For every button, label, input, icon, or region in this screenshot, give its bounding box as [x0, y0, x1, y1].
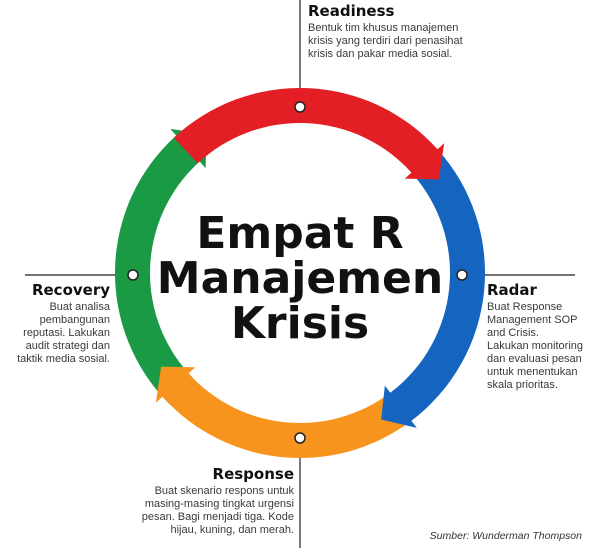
radar-marker: [456, 269, 468, 281]
radar-title: Radar: [487, 281, 537, 299]
source-credit: Sumber: Wunderman Thompson: [429, 530, 582, 542]
readiness-arrow-segment: [173, 88, 445, 180]
center-title-line3: Krisis: [230, 298, 370, 349]
recovery-title: Recovery: [31, 281, 110, 299]
center-title-line2: Manajemen: [156, 253, 444, 304]
radar-arrow-segment: [381, 149, 486, 428]
response-arrow-segment: [155, 366, 419, 459]
radar-description: Buat Response Management SOP and Crisis.…: [487, 301, 584, 391]
center-title-line1: Empat R: [196, 208, 404, 259]
response-description: Buat skenario respons untuk masing-masin…: [141, 485, 294, 536]
radar-block: Radar Buat Response Management SOP and C…: [487, 281, 583, 392]
readiness-marker: [294, 101, 306, 113]
response-title: Response: [212, 465, 294, 483]
recovery-block: Recovery Buat analisa pembangunan reputa…: [10, 281, 110, 366]
readiness-title: Readiness: [308, 2, 395, 20]
recovery-description: Buat analisa pembangunan reputasi. Lakuk…: [17, 301, 110, 365]
response-block: Response Buat skenario respons untuk mas…: [118, 465, 294, 537]
response-marker: [294, 432, 306, 444]
readiness-block: Readiness Bentuk tim khusus manajemen kr…: [308, 2, 483, 61]
recovery-arrow-segment: [115, 128, 207, 404]
recovery-marker: [127, 269, 139, 281]
readiness-description: Bentuk tim khusus manajemen krisis yang …: [308, 22, 463, 60]
ring: [115, 88, 486, 459]
